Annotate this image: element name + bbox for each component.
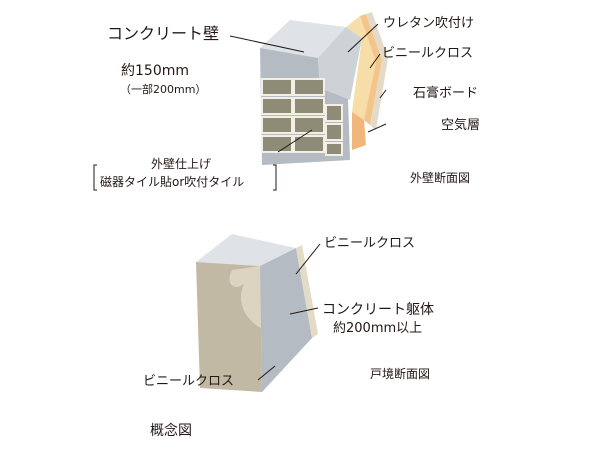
leader-urethane bbox=[347, 23, 379, 53]
boundary-wall-diagram bbox=[196, 234, 318, 392]
thickness-main-label: 約150mm bbox=[121, 63, 189, 79]
exterior-caption: 外壁断面図 bbox=[410, 171, 471, 185]
vinyl-top-label: ビニールクロス bbox=[324, 236, 416, 251]
leader-finish bbox=[277, 129, 313, 153]
leader-vinyl bbox=[369, 53, 381, 69]
concrete-body-label: コンクリート躯体 bbox=[322, 302, 434, 318]
finish-detail-label: 磁器タイル貼or吹付タイル bbox=[100, 175, 245, 189]
leader-air bbox=[367, 123, 387, 133]
urethane-layer bbox=[346, 16, 376, 120]
leader-vinyl-top bbox=[295, 243, 321, 275]
finish-title-label: 外壁仕上げ bbox=[151, 157, 212, 171]
peeled-vinyl bbox=[229, 266, 264, 330]
leader-concrete bbox=[229, 35, 305, 53]
thickness-note-label: （一部200mm） bbox=[120, 83, 207, 96]
tile-finish bbox=[261, 78, 343, 156]
air-layer bbox=[352, 112, 366, 150]
gypsum-label: 石膏ボード bbox=[413, 86, 479, 101]
concrete-side-face bbox=[318, 27, 362, 100]
leader-concrete-body bbox=[289, 307, 319, 315]
exterior-leader-lines bbox=[229, 23, 387, 153]
vinyl-layer bbox=[366, 12, 388, 130]
finish-bracket bbox=[93, 164, 277, 191]
vinyl-bottom-label: ビニールクロス bbox=[143, 374, 235, 389]
boundary-side-face bbox=[260, 248, 312, 392]
boundary-top-face bbox=[196, 234, 296, 266]
vinyl-label: ビニールクロス bbox=[382, 46, 474, 61]
gypsum-layer bbox=[360, 14, 382, 125]
boundary-leader-lines bbox=[257, 243, 321, 381]
leader-gypsum bbox=[379, 89, 387, 99]
concept-label: 概念図 bbox=[150, 423, 192, 439]
boundary-vinyl-edge bbox=[296, 245, 318, 338]
exterior-wall-diagram bbox=[260, 12, 388, 165]
concrete-wall-label: コンクリート壁 bbox=[107, 24, 220, 43]
air-layer-label: 空気層 bbox=[441, 118, 481, 133]
urethane-label: ウレタン吹付け bbox=[383, 16, 475, 31]
concrete-top-face bbox=[260, 20, 346, 58]
boundary-caption: 戸境断面図 bbox=[370, 367, 431, 381]
boundary-thickness-label: 約200mm以上 bbox=[333, 321, 423, 336]
leader-vinyl-bottom bbox=[257, 365, 276, 381]
